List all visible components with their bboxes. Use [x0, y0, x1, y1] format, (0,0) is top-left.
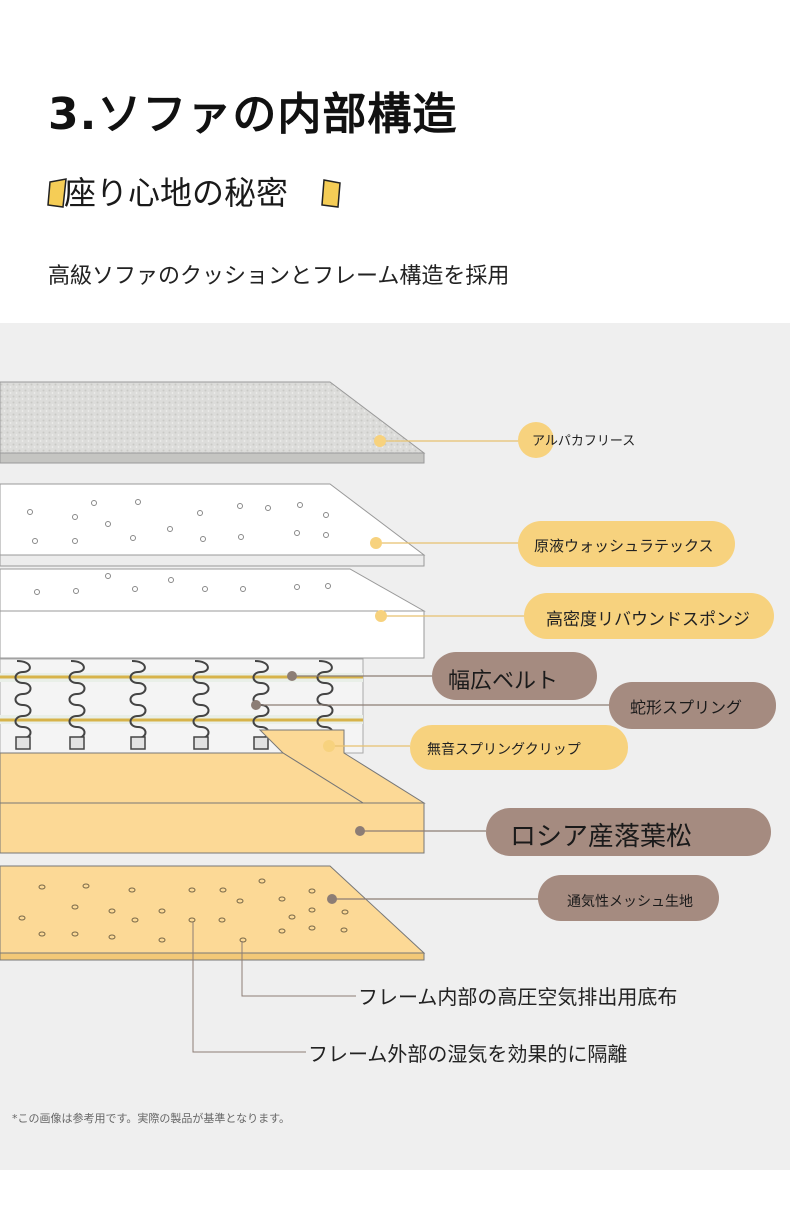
latex-layer — [0, 483, 426, 567]
svg-text:高密度リバウンドスポンジ: 高密度リバウンドスポンジ — [546, 610, 750, 630]
svg-text:ロシア産落葉松: ロシア産落葉松 — [510, 822, 692, 852]
page-title: 3.ソファの内部構造 — [48, 89, 458, 140]
highlight-decoration — [47, 178, 341, 208]
label-wide-belt: 幅広ベルト — [432, 652, 597, 700]
spring-clip — [69, 736, 85, 750]
annotation-isolate: フレーム外部の湿気を効果的に隔離 — [308, 1042, 627, 1066]
label-text: アルパカフリース — [532, 434, 635, 449]
svg-text:無音スプリングクリップ: 無音スプリングクリップ — [427, 741, 581, 758]
leader-lines — [192, 435, 610, 1053]
svg-text:蛇形スプリング: 蛇形スプリング — [630, 698, 742, 717]
label-alpaca-fleece: アルパカフリース — [518, 422, 635, 458]
alpaca-fleece-layer — [0, 381, 426, 464]
footnote: *この画像は参考用です。実際の製品が基準となります。 — [12, 1112, 290, 1125]
sponge-layer — [0, 568, 426, 659]
serpentine-spring — [252, 660, 270, 739]
label-sponge: 高密度リバウンドスポンジ — [524, 593, 774, 639]
label-silent-clip: 無音スプリングクリップ — [410, 725, 628, 770]
serpentine-spring — [14, 660, 32, 739]
svg-text:幅広ベルト: 幅広ベルト — [448, 669, 558, 694]
serpentine-spring — [316, 660, 334, 739]
serpentine-spring — [192, 660, 210, 739]
label-latex: 原液ウォッシュラテックス — [518, 521, 735, 567]
label-serpentine-spring: 蛇形スプリング — [609, 682, 776, 729]
spring-clip — [253, 736, 269, 750]
mesh-layer — [0, 865, 426, 961]
structure-diagram: アルパカフリース 原液ウォッシュラテックス 高密度リバウンドスポンジ 幅広ベルト… — [0, 323, 790, 1170]
serpentine-spring — [68, 660, 86, 739]
serpentine-spring — [129, 660, 147, 739]
tagline: 高級ソファのクッションとフレーム構造を採用 — [48, 264, 510, 289]
label-mesh-fabric: 通気性メッシュ生地 — [538, 875, 719, 921]
label-larch-frame: ロシア産落葉松 — [486, 808, 771, 856]
section-subtitle: 座り心地の秘密 — [64, 174, 289, 212]
annotation-exhaust: フレーム内部の高圧空気排出用底布 — [358, 985, 677, 1009]
spring-section — [0, 658, 364, 754]
spring-clip — [130, 736, 146, 750]
spring-clip — [193, 736, 209, 750]
svg-text:原液ウォッシュラテックス: 原液ウォッシュラテックス — [534, 537, 714, 555]
latex-holes — [27, 499, 329, 544]
spring-clip — [15, 736, 31, 750]
svg-text:通気性メッシュ生地: 通気性メッシュ生地 — [567, 894, 693, 910]
larch-frame — [0, 729, 426, 854]
